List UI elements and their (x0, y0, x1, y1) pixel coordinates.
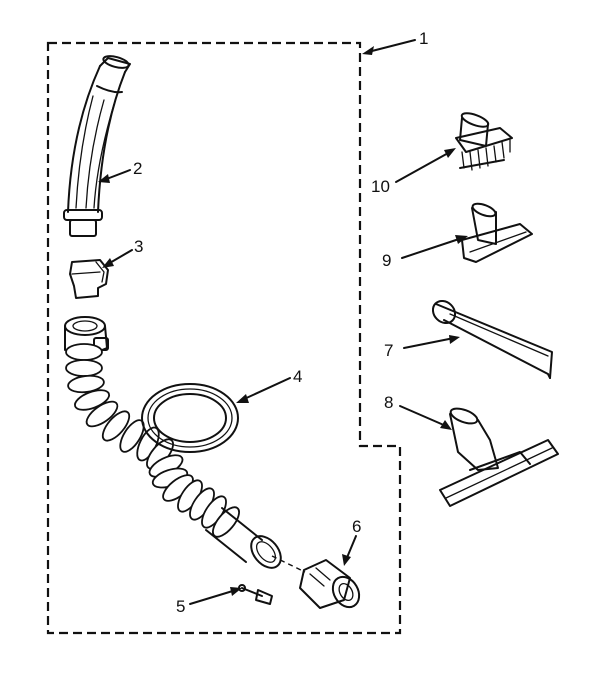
callout-3: 3 (134, 237, 143, 256)
crevice-tool-part (431, 299, 553, 379)
hose-ring (65, 359, 103, 377)
callout-4: 4 (293, 367, 302, 386)
callout-leaders (98, 39, 468, 605)
hose-ring (101, 410, 131, 442)
callout-7: 7 (384, 341, 393, 360)
swivel-connector-part (69, 259, 109, 299)
dusting-brush-part (455, 112, 513, 171)
hose-end-connector-part (299, 559, 361, 609)
hose-ring (65, 343, 103, 361)
hose-ring (74, 389, 110, 411)
hose-ring (85, 400, 119, 428)
pin-part (238, 584, 273, 605)
callout-10: 10 (371, 177, 390, 196)
hose-ring (67, 374, 105, 394)
kit-boundary-dashed (46, 41, 402, 635)
callout-6: 6 (352, 517, 361, 536)
callout-1: 1 (419, 29, 428, 48)
upholstery-nozzle-part (461, 202, 533, 263)
callout-2: 2 (133, 159, 142, 178)
callout-5: 5 (176, 597, 185, 616)
wand-tube-part (63, 55, 131, 237)
flexible-hose-part (64, 316, 306, 573)
floor-tool-part (439, 407, 559, 507)
callout-9: 9 (382, 251, 391, 270)
callout-8: 8 (384, 393, 393, 412)
